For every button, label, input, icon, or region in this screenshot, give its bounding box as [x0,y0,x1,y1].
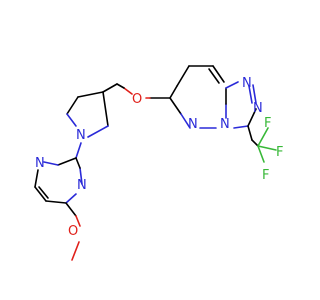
atom-f1: F [264,116,271,131]
atom-o2: O [68,224,78,239]
atom-n7: N [77,178,87,193]
atom-n2: N [253,101,263,116]
pyrrolidine-bonds [66,83,118,138]
structure-svg: N N N N O N N N O F F F [34,65,283,261]
pyrimidine-bonds [34,142,83,261]
atom-n6: N [35,156,45,171]
ether-bonds [116,83,171,99]
atom-f2: F [276,145,283,160]
atom-f3: F [262,168,269,183]
atom-labels: N N N N O N N N O F F F [35,76,283,239]
atom-n5: N [76,128,86,143]
triazolopyridazine-bonds [169,65,257,129]
cf3-bonds [247,125,277,163]
molecule-diagram: N N N N O N N N O F F F [34,65,284,261]
atom-n4: N [188,117,198,132]
atom-o1: O [132,92,142,107]
atom-n3: N [220,117,230,132]
atom-n1: N [242,76,252,91]
